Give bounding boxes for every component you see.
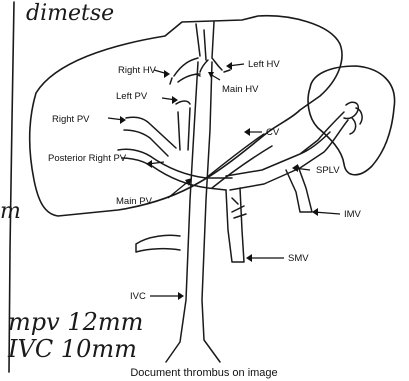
- handwriting-ivc: IVC 10mm: [7, 335, 137, 363]
- ivc: [166, 62, 220, 362]
- splenic-hilum-vessels: [344, 102, 362, 134]
- cv-confluence: [206, 134, 272, 188]
- label-main-pv: Main PV: [116, 196, 153, 207]
- label-smv: SMV: [288, 253, 309, 264]
- label-splv: SPLV: [316, 165, 340, 176]
- label-right-pv: Right PV: [52, 114, 90, 125]
- label-left-pv: Left PV: [116, 91, 148, 102]
- label-main-hv: Main HV: [222, 84, 259, 95]
- handwriting-mpv: mpv 12mm: [8, 308, 143, 336]
- right-pv: [118, 117, 176, 164]
- smv: [226, 188, 246, 262]
- caption: Document thrombus on image: [130, 367, 277, 379]
- label-right-hv: Right HV: [118, 65, 157, 76]
- label-cv: CV: [266, 127, 280, 138]
- handwriting-top: dimetse: [26, 1, 114, 26]
- label-imv: IMV: [344, 209, 362, 220]
- left-trunk-stub: [136, 235, 180, 252]
- hepatic-veins: [170, 22, 230, 84]
- label-left-hv: Left HV: [248, 59, 280, 70]
- spleen-outline: [308, 66, 394, 175]
- label-posterior-right-pv: Posterior Right PV: [48, 153, 127, 164]
- left-pv: [176, 101, 190, 150]
- label-ivc: IVC: [130, 291, 146, 302]
- handwriting-left-mark: m: [0, 199, 21, 224]
